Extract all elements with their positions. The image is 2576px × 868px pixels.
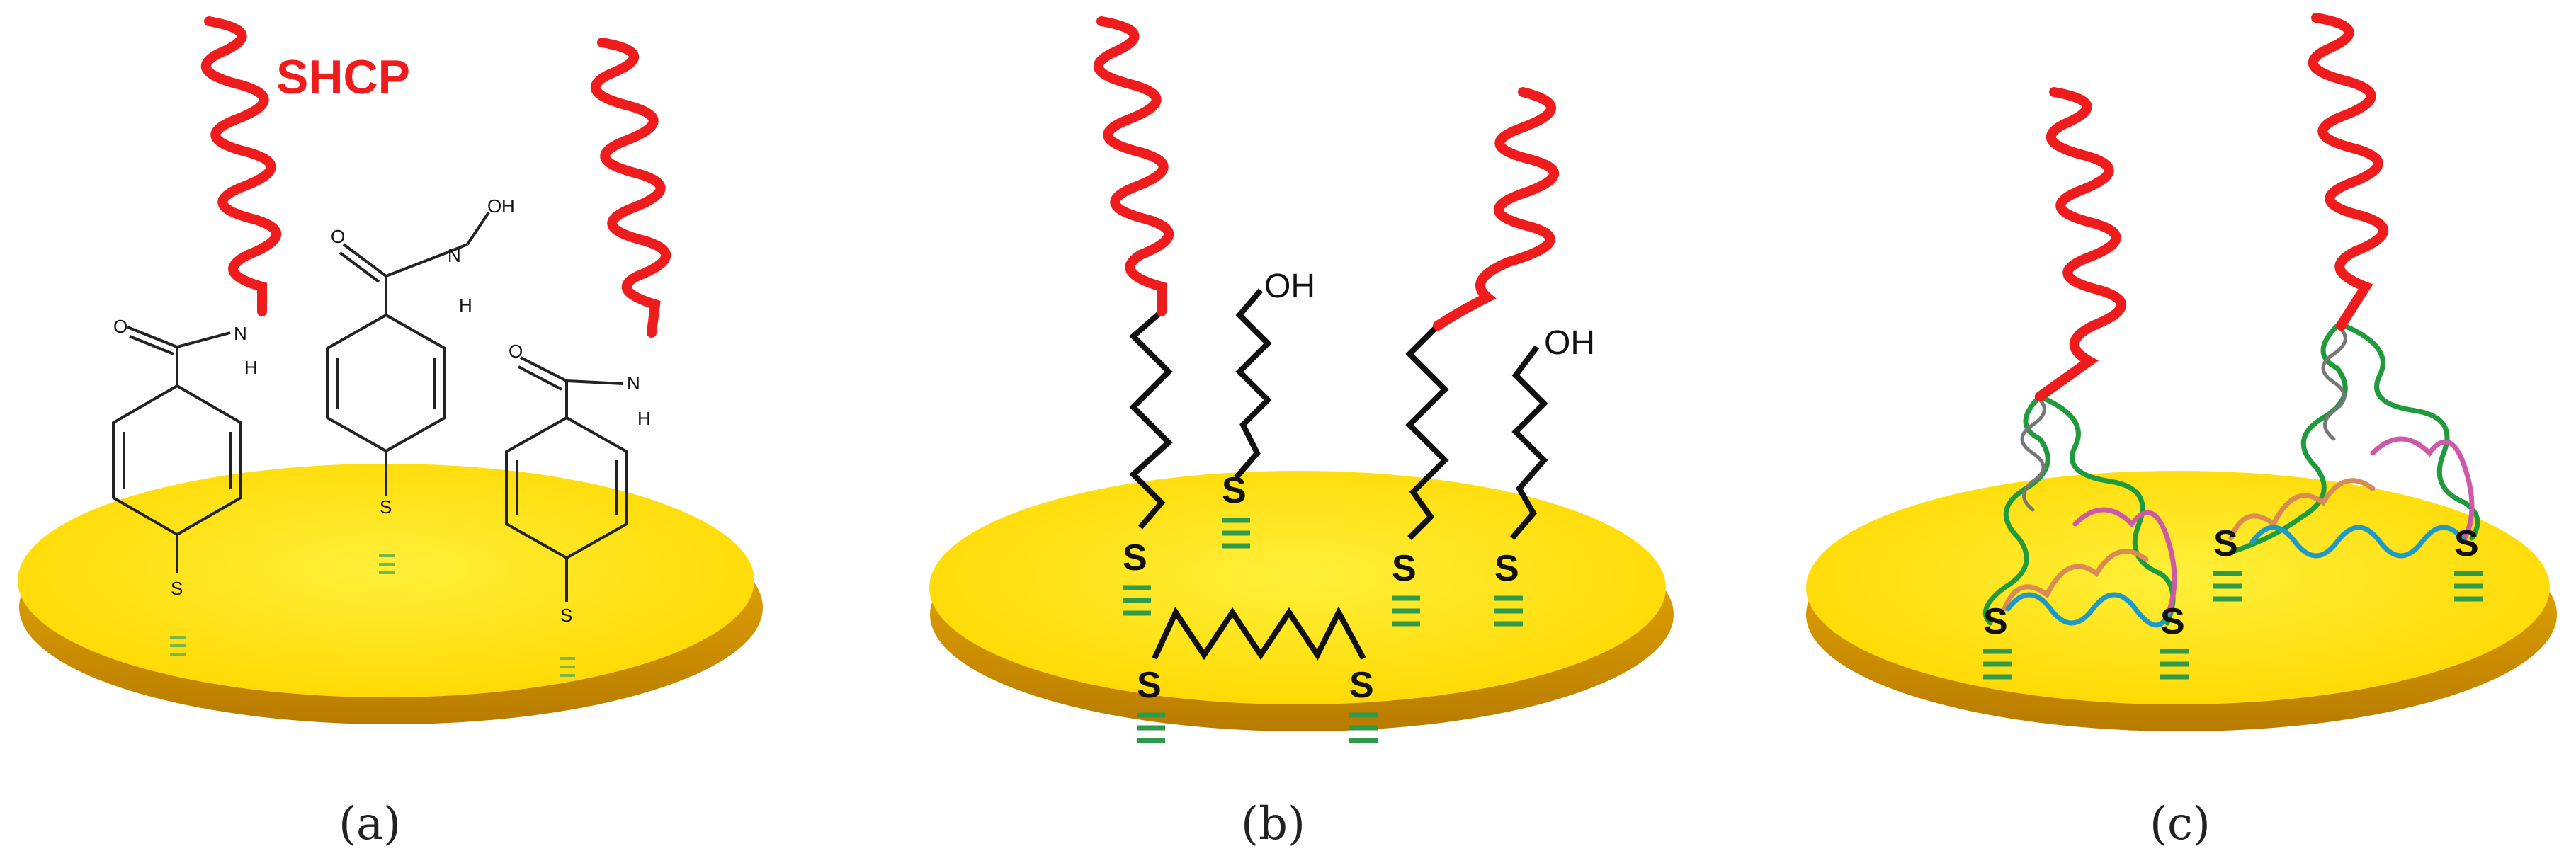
hydrogen-label: H [637,408,651,429]
atom-labels-a: O N H O N H O H O N H S S S [113,195,651,626]
shcp-probe-c-right [2308,13,2389,331]
shcp-label: SHCP [276,50,410,104]
hydrogen-label: H [501,195,515,217]
panel-label-c: (c) [2150,798,2211,850]
sulfur-label: S [1983,601,2008,642]
oxygen-label: O [113,316,127,337]
gold-bonds-c [1983,571,2483,680]
alkyl-chain-oh-left [1233,288,1272,480]
atom-labels-b: S S S S S S OH OH [1123,268,1595,706]
oxygen-label: O [331,226,345,247]
sulfur-label: S [2454,523,2479,564]
shcp-probe-b-left [1093,16,1174,316]
panel-c: S S S S (c) [1806,13,2557,850]
hydroxyl-label: OH [1264,268,1315,305]
sulfur-label: S [2213,523,2238,564]
sulfur-label: S [1392,548,1417,589]
alkyl-chain-oh-right [1509,345,1548,540]
aryl-linker-left [112,326,242,573]
sulfur-label: S [1123,537,1147,578]
sulfur-label: S [171,578,183,599]
sulfur-label: S [1494,548,1519,589]
sulfur-label: S [1137,665,1162,706]
sulfur-label: S [1349,665,1374,706]
gold-substrate [929,471,1674,731]
gold-substrate [18,464,763,724]
nitrogen-label: N [448,245,461,266]
oxygen-label: O [487,195,501,217]
sulfur-label: S [2160,601,2185,642]
tripodal-anchor-right [2228,323,2480,559]
panel-label-a: (a) [339,798,401,850]
alkyl-chain-probe-left [1129,309,1173,530]
atom-labels-c: S S S S [1983,523,2479,642]
panel-b: S S S S S S OH OH (b) [929,16,1674,850]
gold-bonds-a [170,554,575,677]
shcp-probe-right [590,38,671,338]
sulfur-label: S [560,605,572,626]
aryl-linker-middle [326,211,490,496]
sulfur-label: S [380,496,392,518]
hydrogen-label: H [459,295,472,316]
shcp-probe-b-right [1433,87,1559,331]
shcp-probe-left [200,16,282,316]
shcp-probe-c-left [2035,87,2127,401]
oxygen-label: O [509,341,523,362]
aryl-linker-right [505,356,628,602]
nitrogen-label: N [627,372,640,394]
gold-bonds-b [1123,518,1523,743]
nitrogen-label: N [234,323,247,344]
hydrogen-label: H [244,357,258,378]
sulfur-label: S [1222,470,1247,511]
hydroxyl-label: OH [1544,324,1595,362]
dithiol-loop [1152,606,1366,661]
panel-a: O N H O N H O H O N H S S S SHCP (a) [18,16,763,850]
alkyl-chain-probe-right [1405,324,1449,540]
tripodal-anchor-left [1982,394,2177,628]
panel-label-b: (b) [1241,798,1305,850]
